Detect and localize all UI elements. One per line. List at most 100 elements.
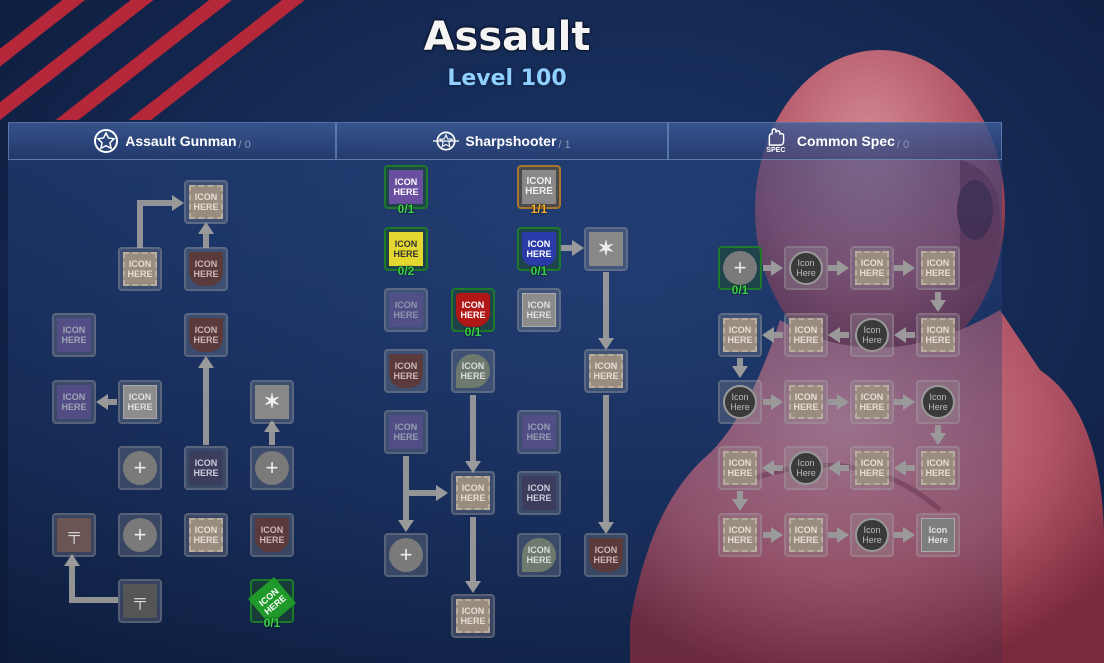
skill-node[interactable]: ICON HERE [384, 288, 428, 332]
skill-node[interactable]: ╤ [52, 513, 96, 557]
skill-node[interactable]: ICON HERE [52, 313, 96, 357]
tree-points: / 1 [558, 139, 571, 151]
tree-points: / 0 [238, 139, 251, 151]
skill-node[interactable]: ICON HERE [718, 313, 762, 357]
skill-node[interactable]: ICON HERE [584, 349, 628, 393]
spiked-star-icon: ✶ [589, 232, 623, 266]
tree-name: Common Spec [796, 133, 895, 149]
plus-icon: + [723, 251, 757, 285]
plus-icon: + [389, 538, 423, 572]
skill-node[interactable]: + [384, 533, 428, 577]
icon-here-icon: ICON HERE [723, 518, 757, 552]
icon-here-icon: ICON HERE [57, 385, 91, 419]
skill-node[interactable]: ICON HERE [916, 446, 960, 490]
spiked-star-icon: ✶ [255, 385, 289, 419]
icon-here-icon: ICON HERE [389, 354, 423, 388]
icon-here-icon: ICON HERE [723, 318, 757, 352]
skill-node[interactable]: ICON HERE [916, 246, 960, 290]
skill-rank-counter: 0/1 [397, 202, 415, 216]
skill-node[interactable]: ICON HERE [184, 247, 228, 291]
skill-node[interactable]: Icon Here [850, 313, 894, 357]
skill-node[interactable]: Icon Here [784, 446, 828, 490]
skill-node[interactable]: +0/1 [718, 246, 762, 297]
icon-here-icon: ICON HERE [389, 170, 423, 204]
icon-here-icon: ICON HERE [189, 252, 223, 286]
skill-rank-counter: 0/1 [263, 616, 281, 630]
skill-node[interactable]: ICON HERE [451, 349, 495, 393]
skill-node[interactable]: ICON HERE [517, 471, 561, 515]
skill-node[interactable]: + [118, 513, 162, 557]
skill-node[interactable]: Icon Here [916, 513, 960, 557]
icon-here-icon: ICON HERE [921, 251, 955, 285]
skill-node[interactable]: ICON HERE [184, 446, 228, 490]
icon-here-icon: ICON HERE [522, 538, 556, 572]
tree-header-sharpshooter[interactable]: Sharpshooter / 1 [336, 122, 668, 160]
icon-here-icon: ICON HERE [855, 251, 889, 285]
icon-here-icon: ICON HERE [389, 293, 423, 327]
skill-node[interactable]: ICON HERE [850, 380, 894, 424]
icon-here-icon: Icon Here [855, 518, 889, 552]
icon-here-icon: ICON HERE [255, 518, 289, 552]
skill-node[interactable]: ICON HERE [52, 380, 96, 424]
skill-node[interactable]: + [118, 446, 162, 490]
skill-node[interactable]: ICON HERE [718, 513, 762, 557]
skill-node[interactable]: ICON HERE [184, 313, 228, 357]
skill-node[interactable]: ICON HERE [517, 533, 561, 577]
icon-here-icon: ICON HERE [189, 518, 223, 552]
fist-spec-icon: SPEC [761, 128, 791, 154]
level-label: Level 100 [447, 66, 567, 91]
skill-node[interactable]: ICON HERE [584, 533, 628, 577]
skill-node[interactable]: ICON HERE [784, 513, 828, 557]
skill-node[interactable]: ICON HERE [916, 313, 960, 357]
skill-node[interactable]: ICON HERE [118, 380, 162, 424]
skill-node[interactable]: ICON HERE [517, 410, 561, 454]
icon-here-icon: ICON HERE [855, 451, 889, 485]
crosshair-star-icon [433, 128, 460, 154]
skill-node[interactable]: ICON HERE [384, 349, 428, 393]
icon-here-icon: ICON HERE [522, 232, 556, 266]
icon-here-icon: ICON HERE [789, 385, 823, 419]
skill-node[interactable]: ICON HERE [850, 246, 894, 290]
skill-node[interactable]: Icon Here [718, 380, 762, 424]
icon-here-icon: ICON HERE [189, 318, 223, 352]
skill-node[interactable]: Icon Here [784, 246, 828, 290]
icon-here-icon: ICON HERE [589, 354, 623, 388]
skill-node[interactable]: ICON HERE [384, 410, 428, 454]
skill-node[interactable]: ICON HERE [250, 513, 294, 557]
skill-node[interactable]: ╤ [118, 579, 162, 623]
icon-here-icon: ICON HERE [789, 318, 823, 352]
skill-node[interactable]: ICON HERE [118, 247, 162, 291]
skill-node[interactable]: ICON HERE [451, 471, 495, 515]
skill-node[interactable]: ICON HERE [718, 446, 762, 490]
skill-node[interactable]: ICON HERE [784, 380, 828, 424]
skill-node[interactable]: ICON HERE [784, 313, 828, 357]
skill-node[interactable]: ✶ [584, 227, 628, 271]
tree-header-assault-gunman[interactable]: Assault Gunman / 0 [8, 122, 336, 160]
icon-here-icon: ICON HERE [456, 476, 490, 510]
tree-header-common-spec[interactable]: SPEC Common Spec / 0 [668, 122, 1002, 160]
skill-node[interactable]: ICON HERE [451, 594, 495, 638]
icon-here-icon: ICON HERE [389, 415, 423, 449]
skill-node[interactable]: + [250, 446, 294, 490]
skill-node[interactable]: Icon Here [850, 513, 894, 557]
skill-node[interactable]: ICON HERE [184, 180, 228, 224]
skill-node[interactable]: ✶ [250, 380, 294, 424]
skill-node[interactable]: Icon Here [916, 380, 960, 424]
icon-here-icon: ICON HERE [389, 232, 423, 266]
icon-here-icon: Icon Here [855, 318, 889, 352]
icon-here-icon: ICON HERE [189, 451, 223, 485]
icon-here-icon: Icon Here [723, 385, 757, 419]
skill-node[interactable]: ICON HERE [850, 446, 894, 490]
icon-here-icon: ICON HERE [723, 451, 757, 485]
tree-panel-sharpshooter [336, 122, 668, 663]
icon-here-icon: Icon Here [789, 451, 823, 485]
skill-node[interactable]: ICON HERE [517, 288, 561, 332]
skill-node[interactable]: ICON HERE [184, 513, 228, 557]
skill-rank-counter: 0/1 [464, 325, 482, 339]
